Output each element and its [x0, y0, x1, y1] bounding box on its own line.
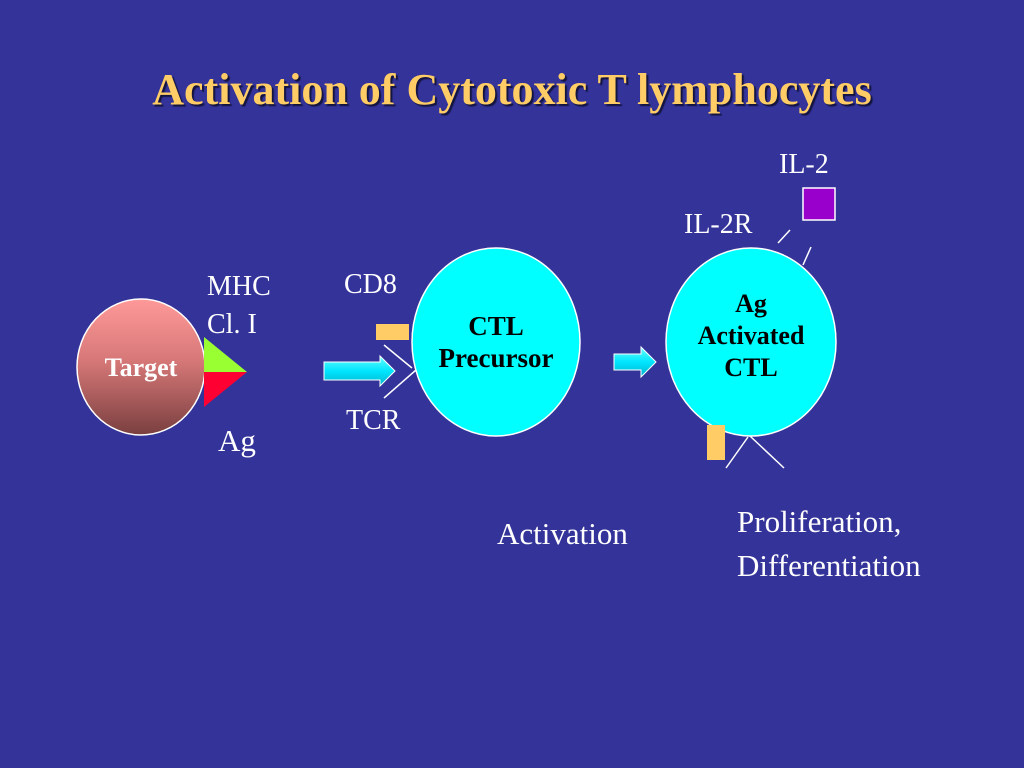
proliferation-line-2: Differentiation — [737, 548, 921, 583]
ctl-precursor-line-2: Precursor — [438, 343, 554, 373]
mhc-line-2: Cl. I — [207, 309, 257, 340]
activation-label: Activation — [497, 516, 628, 551]
activated-line-1 — [725, 436, 749, 469]
cd8-pointer-line — [383, 344, 413, 369]
ctl-precursor-label: CTL Precursor — [414, 310, 578, 374]
arrow-to-activated — [613, 345, 657, 379]
slide-title: Activation of Cytotoxic T lymphocytes — [152, 65, 872, 114]
mhc-line-1: MHC — [207, 271, 271, 302]
activated-receptor — [707, 425, 725, 460]
activated-ctl-line-1: Ag — [735, 289, 767, 318]
activated-ctl-line-3: CTL — [724, 353, 778, 382]
il2-square — [802, 187, 836, 221]
ctl-precursor-cell — [411, 247, 581, 437]
il2r-label: IL-2R — [684, 209, 753, 240]
mhc-triangle — [204, 337, 247, 372]
target-label: Target — [104, 353, 178, 382]
cd8-receptor — [376, 324, 409, 340]
proliferation-label: Proliferation, Differentiation — [737, 500, 921, 588]
tcr-label: TCR — [346, 405, 401, 436]
ctl-precursor-line-1: CTL — [468, 311, 524, 341]
activated-ctl-label: Ag Activated CTL — [668, 288, 834, 384]
il2r-line-1 — [777, 229, 791, 244]
mhc-label: MHC Cl. I — [207, 268, 271, 344]
il2r-line-2 — [802, 246, 812, 266]
il2-label: IL-2 — [779, 149, 829, 180]
ag-triangle — [204, 372, 247, 407]
activated-ctl-line-2: Activated — [697, 321, 805, 350]
arrow-to-precursor — [323, 354, 396, 388]
tcr-pointer-line — [383, 369, 417, 399]
activated-line-2 — [749, 435, 785, 469]
proliferation-line-1: Proliferation, — [737, 504, 902, 539]
ag-label: Ag — [218, 423, 256, 458]
cd8-label: CD8 — [344, 269, 397, 300]
